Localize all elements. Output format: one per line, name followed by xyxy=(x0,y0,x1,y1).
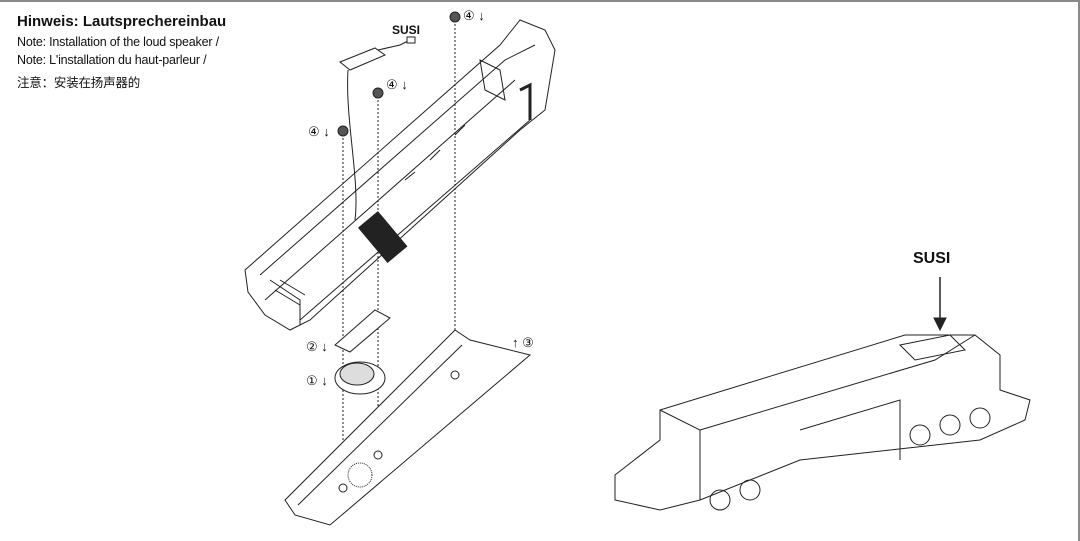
step-1-speaker: ① ↓ xyxy=(306,373,328,388)
step-2-clip: ② ↓ xyxy=(306,339,328,354)
note-chinese: 注意：安装在扬声器的 xyxy=(17,76,141,90)
screws xyxy=(337,11,461,490)
susi-module xyxy=(339,36,416,221)
top-border xyxy=(0,0,1080,2)
loudspeaker xyxy=(334,361,386,395)
note-english: Note: Installation of the loud speaker / xyxy=(17,35,219,49)
step-4-screw-middle: ④ ↓ xyxy=(386,77,408,92)
heading-title: Hinweis: Lautsprechereinbau xyxy=(17,13,227,30)
right-border xyxy=(1078,0,1080,541)
locomotive-chassis xyxy=(614,277,1031,511)
loco-housing xyxy=(244,19,556,331)
note-french: Note: L'installation du haut-parleur / xyxy=(17,53,207,67)
step-4-screw-top: ④ ↓ xyxy=(463,8,485,23)
speaker-clip xyxy=(334,309,391,353)
susi-label-exploded: SUSI xyxy=(392,23,421,37)
step-3-cover: ↑ ③ xyxy=(512,335,534,350)
bottom-cover xyxy=(284,329,532,526)
susi-label-loco: SUSI xyxy=(913,250,951,267)
step-4-screw-left: ④ ↓ xyxy=(308,124,330,139)
